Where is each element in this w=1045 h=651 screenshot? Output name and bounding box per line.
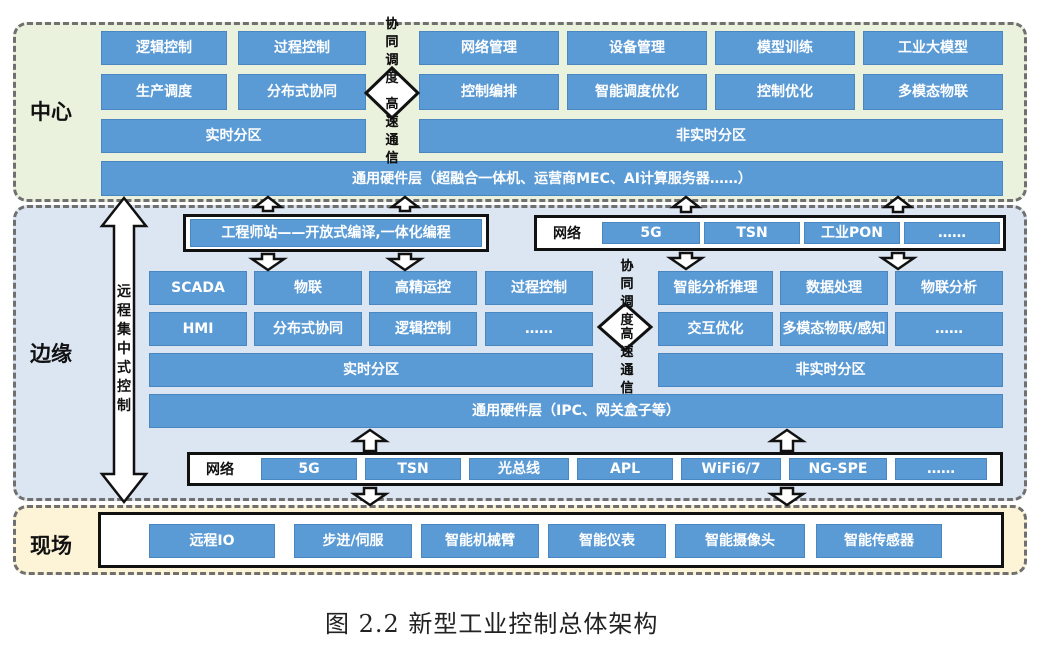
edge-box-hmi: HMI — [149, 312, 247, 346]
edge-box-data-processing: 数据处理 — [780, 271, 888, 305]
bottom-network-wifi: WiFi6/7 — [681, 458, 781, 480]
center-box-control-orchestration: 控制编排 — [419, 74, 559, 110]
field-box-smart-sensor: 智能传感器 — [816, 524, 942, 558]
edge-hardware-layer: 通用硬件层（IPC、网关盒子等） — [149, 394, 1003, 428]
edge-network-tsn: TSN — [704, 222, 800, 244]
figure-caption: 图 2.2 新型工业控制总体架构 — [325, 610, 659, 638]
edge-box-iot: 物联 — [254, 271, 362, 305]
field-box-remote-io: 远程IO — [149, 524, 275, 558]
edge-box-distributed-collab: 分布式协同 — [254, 312, 362, 346]
center-box-network-management: 网络管理 — [419, 31, 559, 65]
edge-coordination-label-overlay: 协同调度 — [620, 259, 634, 328]
edge-box-interaction-opt: 交互优化 — [658, 312, 773, 346]
engineer-station-box: 工程师站——开放式编译,一体化编程 — [190, 219, 482, 247]
edge-network-5g: 5G — [602, 222, 700, 244]
center-box-multimodal-iot: 多模态物联 — [863, 74, 1003, 110]
edge-box-multimodal-sensing: 多模态物联/感知 — [780, 312, 888, 346]
field-box-smart-meter: 智能仪表 — [548, 524, 666, 558]
edge-nonrealtime-partition: 非实时分区 — [658, 353, 1003, 387]
edge-box-more-right: …… — [895, 312, 1003, 346]
edge-bottom-network-label: 网络 — [206, 462, 234, 478]
center-box-smart-scheduling: 智能调度优化 — [567, 74, 707, 110]
field-box-stepper-servo: 步进/伺服 — [294, 524, 412, 558]
edge-box-process-control: 过程控制 — [485, 271, 593, 305]
edge-box-precision-motion: 高精运控 — [369, 271, 477, 305]
remote-control-label-overlay: 远程集中式控制 — [117, 284, 131, 414]
center-box-device-management: 设备管理 — [567, 31, 707, 65]
bottom-network-ngspe: NG-SPE — [789, 458, 887, 480]
edge-realtime-partition: 实时分区 — [149, 353, 593, 387]
field-box-robot-arm: 智能机械臂 — [421, 524, 539, 558]
center-box-model-training: 模型训练 — [715, 31, 855, 65]
center-highspeed-label-overlay: 高速通信 — [385, 97, 399, 166]
center-coordination-label-overlay: 协同调度 — [385, 17, 399, 86]
edge-box-smart-inference: 智能分析推理 — [658, 271, 773, 305]
edge-network-label: 网络 — [553, 226, 581, 242]
bottom-network-apl: APL — [577, 458, 673, 480]
field-layer-label: 现场 — [30, 534, 72, 558]
center-hardware-layer: 通用硬件层（超融合一体机、运营商MEC、AI计算服务器……） — [101, 161, 1003, 196]
center-realtime-partition: 实时分区 — [101, 119, 366, 153]
center-nonrealtime-partition: 非实时分区 — [419, 119, 1003, 153]
edge-network-more: …… — [904, 222, 1000, 244]
center-box-industrial-llm: 工业大模型 — [863, 31, 1003, 65]
center-box-distributed-collab: 分布式协同 — [238, 74, 366, 110]
center-layer-label: 中心 — [30, 100, 72, 124]
edge-layer-label: 边缘 — [30, 342, 72, 366]
edge-box-more-left: …… — [485, 312, 593, 346]
edge-box-logic-control: 逻辑控制 — [369, 312, 477, 346]
edge-box-scada: SCADA — [149, 271, 247, 305]
bottom-network-optical-bus: 光总线 — [469, 458, 569, 480]
edge-highspeed-label: 高速通信 — [620, 327, 634, 396]
center-box-control-optimization: 控制优化 — [715, 74, 855, 110]
bottom-network-5g: 5G — [261, 458, 357, 480]
edge-network-pon: 工业PON — [804, 222, 900, 244]
center-box-production-scheduling: 生产调度 — [101, 74, 227, 110]
edge-highspeed-label-overlay: 高速通信 — [620, 327, 634, 396]
center-box-process-control: 过程控制 — [238, 31, 366, 65]
field-box-smart-camera: 智能摄像头 — [675, 524, 805, 558]
edge-box-iot-analysis: 物联分析 — [895, 271, 1003, 305]
center-box-logic-control: 逻辑控制 — [101, 31, 227, 65]
bottom-network-tsn: TSN — [365, 458, 461, 480]
bottom-network-more: …… — [895, 458, 987, 480]
